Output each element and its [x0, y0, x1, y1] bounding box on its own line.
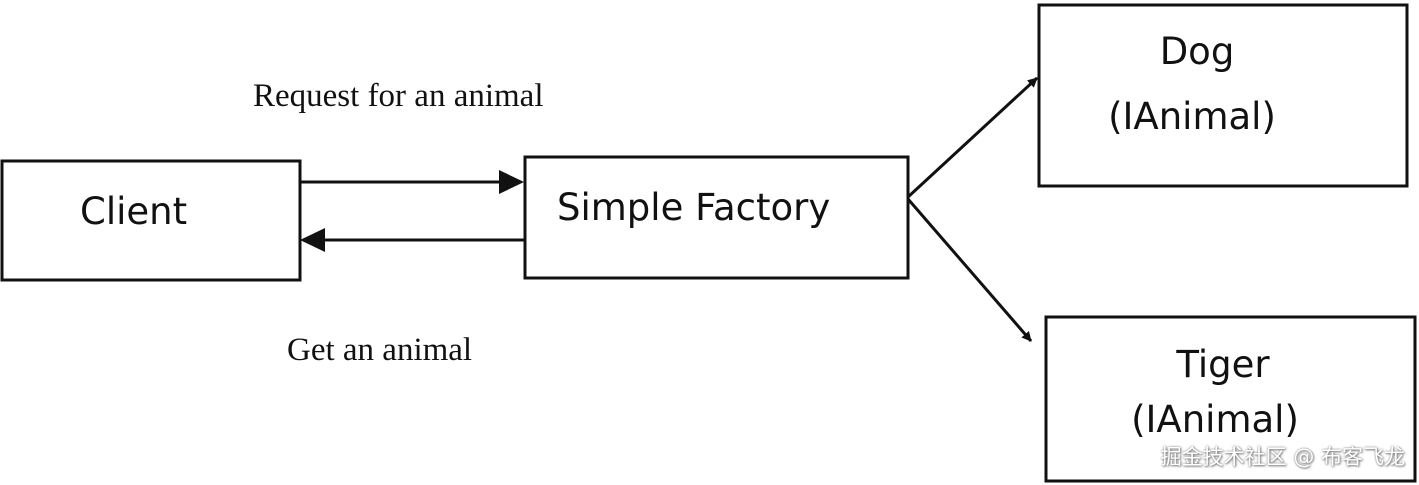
tiger-box — [1044, 315, 1417, 483]
response-arrowhead — [300, 228, 325, 252]
client-box — [0, 159, 302, 282]
dog-box — [1037, 3, 1409, 188]
request-label: Request for an animal — [253, 78, 544, 114]
dog-label-line1: Dog — [1160, 30, 1235, 73]
client-label: Client — [80, 190, 187, 233]
dog-label-line2: (IAnimal) — [1108, 95, 1276, 138]
tiger-label-line1: Tiger — [1175, 343, 1270, 386]
tiger-arrow — [906, 198, 1033, 342]
tiger-label-line2: (IAnimal) — [1131, 398, 1299, 441]
response-label: Get an animal — [287, 332, 472, 368]
watermark: 掘金技术社区 @ 布客飞龙 — [1160, 445, 1405, 469]
factory-label: Simple Factory — [557, 186, 830, 229]
factory-box — [523, 155, 910, 280]
dog-arrow — [906, 76, 1039, 199]
request-arrowhead — [499, 170, 524, 194]
